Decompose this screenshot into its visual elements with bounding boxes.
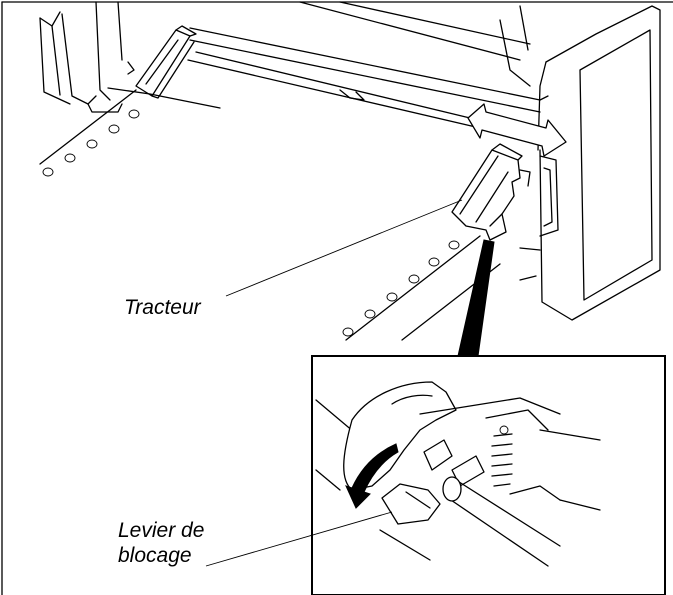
lock-lever-label-line1: Levier de <box>118 519 205 542</box>
right-tractor <box>451 143 531 241</box>
curved-arrow-icon <box>345 443 399 509</box>
printer-left-frame <box>39 1 135 113</box>
left-tractor <box>135 25 197 99</box>
detail-inset <box>311 355 666 595</box>
spring <box>491 425 513 487</box>
callout-wedge <box>457 239 495 357</box>
double-arrow-icon <box>467 103 567 157</box>
lock-lever-label-line2: blocage <box>118 544 192 567</box>
printer-right-body <box>519 5 661 321</box>
carriage-rails <box>107 1 541 129</box>
continuous-paper <box>39 89 501 341</box>
leader-lines <box>205 199 463 567</box>
tractor-label: Tracteur <box>124 296 201 319</box>
